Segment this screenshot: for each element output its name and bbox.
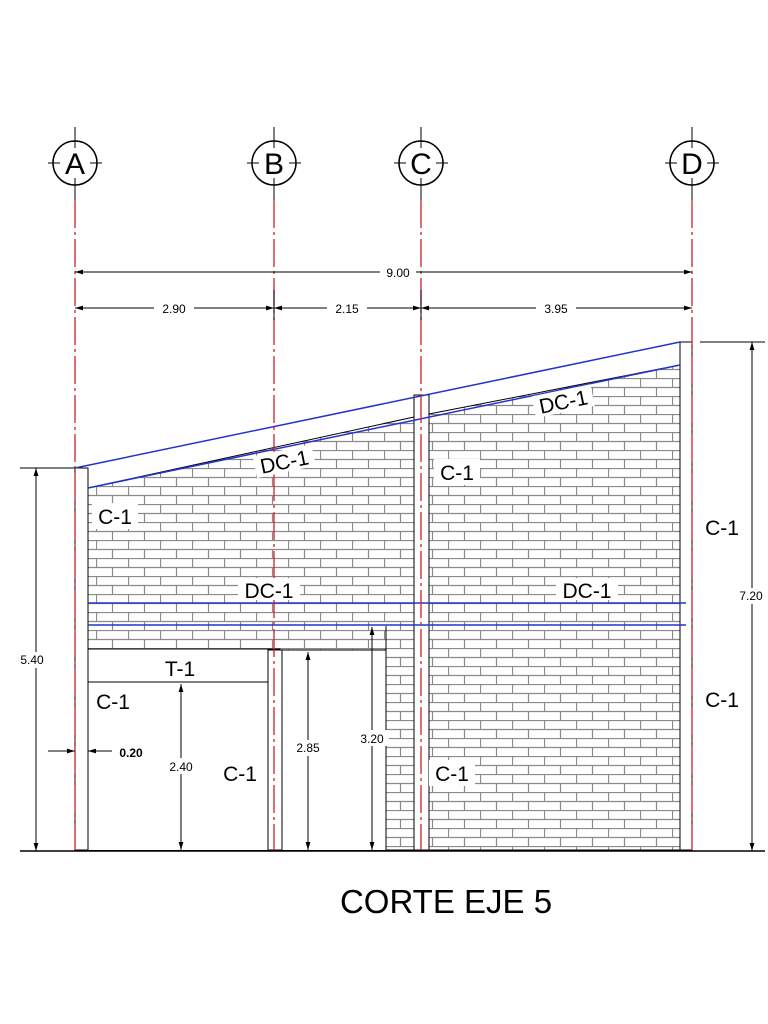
dimension-door-b-label: 2.85 <box>296 741 320 755</box>
dimension-door-a: 2.40 <box>164 684 198 850</box>
axis-d-label: D <box>681 148 703 181</box>
axis-centerlines <box>74 200 693 850</box>
column-label-d-upper: C-1 <box>700 514 746 540</box>
column-label-c-lower: C-1 <box>429 760 475 786</box>
axis-a-label: A <box>65 148 85 181</box>
column-label-a-lower: C-1 <box>92 688 138 714</box>
dimension-total: 9.00 <box>75 264 692 280</box>
beam-label-tilted-left: DC-1 <box>252 444 316 479</box>
dimension-lintel: 3.20 <box>355 627 389 850</box>
svg-text:C-1: C-1 <box>705 689 739 712</box>
dimension-span-ab: 2.90 <box>162 302 186 316</box>
column-label-b-lower: C-1 <box>217 760 263 786</box>
svg-text:DC-1: DC-1 <box>244 580 293 603</box>
lintel-label: T-1 <box>165 658 195 681</box>
dimension-left-height: 5.40 <box>16 467 75 851</box>
dimension-lintel-label: 3.20 <box>360 732 384 746</box>
dimension-column-offset: 0.20 <box>48 744 148 760</box>
dimension-left-height-label: 5.40 <box>20 653 44 667</box>
axis-b-label: B <box>264 148 284 181</box>
beam-label-mid-left: DC-1 <box>238 578 300 603</box>
column-b <box>267 649 283 851</box>
svg-text:T-1: T-1 <box>165 658 195 681</box>
axis-d-bubble: D <box>665 127 719 201</box>
beam-label-mid-right: DC-1 <box>556 578 618 603</box>
axis-b-bubble: B <box>247 127 301 201</box>
dimension-total-label: 9.00 <box>386 266 410 280</box>
axis-c-label: C <box>410 148 432 181</box>
svg-text:C-1: C-1 <box>98 506 132 529</box>
svg-text:C-1: C-1 <box>223 763 257 786</box>
svg-text:C-1: C-1 <box>435 763 469 786</box>
dimension-column-offset-label: 0.20 <box>119 746 143 760</box>
axis-c-bubble: C <box>394 127 448 201</box>
dimension-right-height: 7.20 <box>700 341 768 851</box>
roof-beam-top <box>74 341 681 469</box>
page-title: CORTE EJE 5 <box>340 883 552 920</box>
dimension-door-b: 2.85 <box>282 649 325 850</box>
dimension-span-bc: 2.15 <box>335 302 359 316</box>
svg-text:DC-1: DC-1 <box>562 580 611 603</box>
dimension-span-cd: 3.95 <box>544 302 568 316</box>
column-label-d-lower: C-1 <box>700 686 746 712</box>
axis-a-bubble: A <box>48 127 102 201</box>
dimension-spans: 2.90 2.15 3.95 <box>75 290 692 320</box>
column-d <box>679 341 693 851</box>
dimension-door-a-label: 2.40 <box>169 760 193 774</box>
column-a <box>74 467 89 851</box>
svg-text:C-1: C-1 <box>96 691 130 714</box>
svg-text:C-1: C-1 <box>440 462 474 485</box>
roof-beam-bottom <box>87 364 681 489</box>
dimension-right-height-label: 7.20 <box>739 589 763 603</box>
column-label-a-upper: C-1 <box>92 503 138 529</box>
svg-text:C-1: C-1 <box>705 517 739 540</box>
column-label-c-upper: C-1 <box>434 459 480 485</box>
